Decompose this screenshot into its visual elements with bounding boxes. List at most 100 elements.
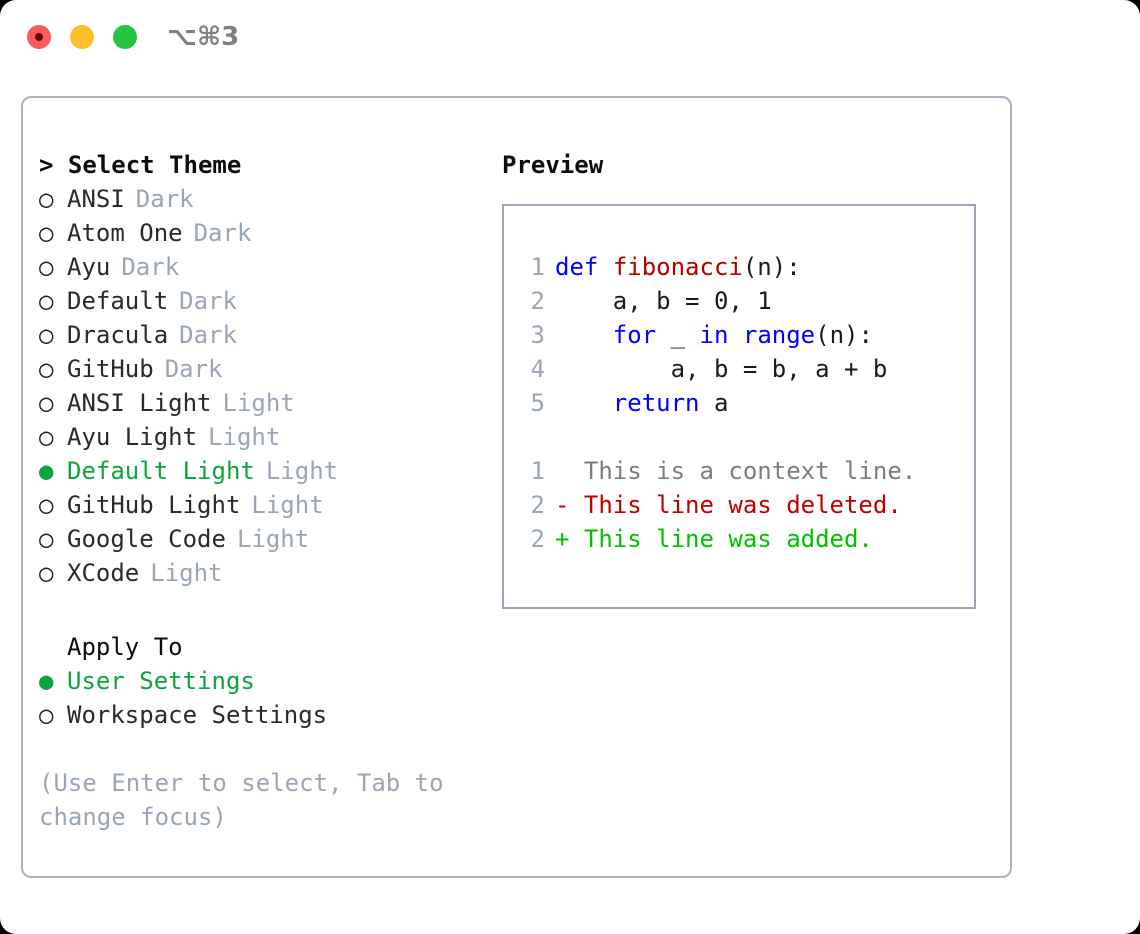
theme-option-label: Atom One <box>67 219 183 247</box>
code-line-text: a, b = b, a + b <box>555 352 888 386</box>
code-token: _ <box>656 321 700 349</box>
code-token: def <box>555 253 599 281</box>
radio-selected-icon: ● <box>39 457 54 485</box>
diff-line: 1 This is a context line. <box>517 454 917 488</box>
code-line: 4 a, b = b, a + b <box>517 352 916 386</box>
code-line-number: 3 <box>530 321 545 349</box>
code-token <box>555 389 613 417</box>
theme-option[interactable]: ○ Dracula Dark <box>39 318 479 352</box>
code-token <box>555 321 613 349</box>
minimize-window-button[interactable] <box>70 25 94 49</box>
theme-option[interactable]: ○ ANSI Light Light <box>39 386 479 420</box>
diff-line: 2+ This line was added. <box>517 522 916 556</box>
diff-line-text: - This line was deleted. <box>555 491 902 519</box>
theme-option[interactable]: ○ GitHub Light Light <box>39 488 479 522</box>
theme-option-tag: Dark <box>179 321 237 349</box>
radio-unselected-icon: ○ <box>39 253 54 281</box>
theme-option[interactable]: ○ Google Code Light <box>39 522 479 556</box>
theme-option[interactable]: ○ Ayu Light Light <box>39 420 479 454</box>
theme-option[interactable]: ○ Default Dark <box>39 284 479 318</box>
code-token: for <box>612 321 657 349</box>
radio-selected-icon: ● <box>39 667 54 695</box>
theme-option-tag: Dark <box>179 287 237 315</box>
code-token <box>728 321 742 349</box>
close-window-button[interactable] <box>27 25 51 49</box>
theme-option-tag: Light <box>251 491 324 519</box>
maximize-window-button[interactable] <box>113 25 137 49</box>
radio-unselected-icon: ○ <box>39 491 54 519</box>
theme-option-label: Default <box>67 287 169 315</box>
theme-option-label: Default Light <box>67 457 255 485</box>
code-token: fibonacci <box>612 253 743 281</box>
theme-option[interactable]: ● Default Light Light <box>39 454 479 488</box>
code-line-text: return a <box>555 386 729 420</box>
select-theme-header: > Select Theme <box>39 151 242 179</box>
radio-unselected-icon: ○ <box>39 355 54 383</box>
hint-gap <box>39 732 479 766</box>
diff-line-text: This is a context line. <box>555 457 917 485</box>
code-token: a, b = b, a + b <box>555 355 888 383</box>
theme-option-tag: Light <box>150 559 223 587</box>
radio-unselected-icon: ○ <box>39 219 54 247</box>
diff-line-number: 2 <box>530 525 545 553</box>
diff-line-number: 2 <box>530 491 545 519</box>
theme-option-label: XCode <box>67 559 140 587</box>
preview-title: Preview <box>502 151 604 179</box>
radio-unselected-icon: ○ <box>39 525 54 553</box>
code-token <box>598 253 612 281</box>
radio-unselected-icon: ○ <box>39 701 54 729</box>
theme-option-label: Google Code <box>67 525 226 553</box>
apply-to-option[interactable]: ● User Settings <box>39 664 479 698</box>
theme-option[interactable]: ○ Atom One Dark <box>39 216 479 250</box>
window-controls <box>27 25 137 49</box>
diff-line: 2 - This line was deleted. <box>517 488 916 522</box>
theme-option-tag: Light <box>208 423 281 451</box>
code-token: return <box>612 389 700 417</box>
code-token: range <box>742 321 816 349</box>
theme-option-tag: Dark <box>193 219 252 247</box>
theme-option-label: Ayu Light <box>67 423 198 451</box>
apply-to-option-label: User Settings <box>67 667 255 695</box>
theme-option-tag: Dark <box>164 355 223 383</box>
code-line: 2 a, b = 0, 1 <box>517 284 916 318</box>
theme-option-tag: Dark <box>135 185 194 213</box>
code-token: (n): <box>742 253 801 281</box>
theme-option-label: ANSI <box>67 185 125 213</box>
theme-option[interactable]: ○ GitHub Dark <box>39 352 479 386</box>
theme-option-tag: Light <box>222 389 295 417</box>
radio-unselected-icon: ○ <box>39 321 54 349</box>
theme-option-label: GitHub <box>67 355 154 383</box>
theme-option-tag: Light <box>236 525 310 553</box>
code-line-number: 5 <box>530 389 545 417</box>
theme-option-tag: Light <box>265 457 339 485</box>
theme-option-label: ANSI Light <box>67 389 212 417</box>
code-token: a, b = 0, 1 <box>555 287 772 315</box>
theme-option-label: GitHub Light <box>67 491 241 519</box>
apply-to-option-label: Workspace Settings <box>67 701 328 729</box>
theme-option-label: Dracula <box>67 321 169 349</box>
window-titlebar: ⌥⌘3 <box>0 0 1140 78</box>
apply-to-header: Apply To <box>67 633 183 661</box>
apply-to-option[interactable]: ○ Workspace Settings <box>39 698 479 732</box>
radio-unselected-icon: ○ <box>39 423 54 451</box>
code-diff-separator <box>517 420 916 454</box>
code-line-number: 2 <box>530 287 545 315</box>
radio-unselected-icon: ○ <box>39 287 54 315</box>
keyboard-hint: (Use Enter to select, Tab to change focu… <box>39 769 444 831</box>
list-gap <box>39 590 479 630</box>
radio-unselected-icon: ○ <box>39 389 54 417</box>
code-line: 3 for _ in range(n): <box>517 318 916 352</box>
code-token: a <box>699 389 729 417</box>
code-line: 5 return a <box>517 386 916 420</box>
apply-to-list: ● User Settings ○ Workspace Settings <box>39 664 479 732</box>
